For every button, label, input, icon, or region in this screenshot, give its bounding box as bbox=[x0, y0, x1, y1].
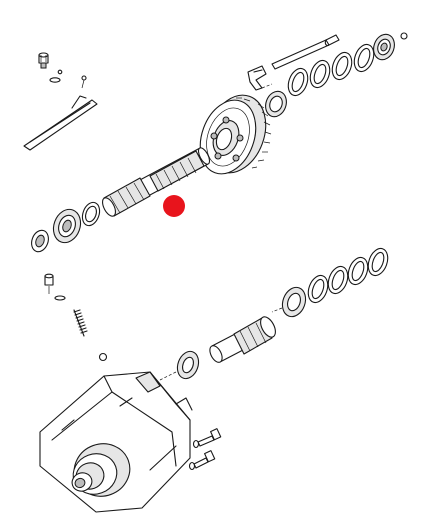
gear-teeth bbox=[236, 97, 272, 169]
output-shaft bbox=[102, 147, 211, 217]
shift-rod bbox=[271, 32, 408, 70]
housing-bolts bbox=[188, 428, 222, 471]
lower-right-shims bbox=[281, 247, 389, 318]
upper-cap-screw bbox=[38, 52, 63, 83]
detent-ball bbox=[98, 352, 108, 362]
upper-shim-rings bbox=[287, 43, 375, 97]
large-gear bbox=[199, 94, 272, 175]
input-pinion-shaft bbox=[176, 316, 276, 380]
upper-retaining-clip bbox=[23, 75, 98, 151]
housing bbox=[39, 371, 193, 513]
red-dot-icon bbox=[163, 195, 185, 217]
detent-spring bbox=[73, 309, 88, 337]
center-lines bbox=[159, 83, 283, 381]
upper-bearing bbox=[265, 33, 395, 118]
fork bbox=[247, 65, 267, 91]
detent-plug bbox=[44, 273, 66, 301]
lower-left-bearing bbox=[31, 201, 101, 253]
